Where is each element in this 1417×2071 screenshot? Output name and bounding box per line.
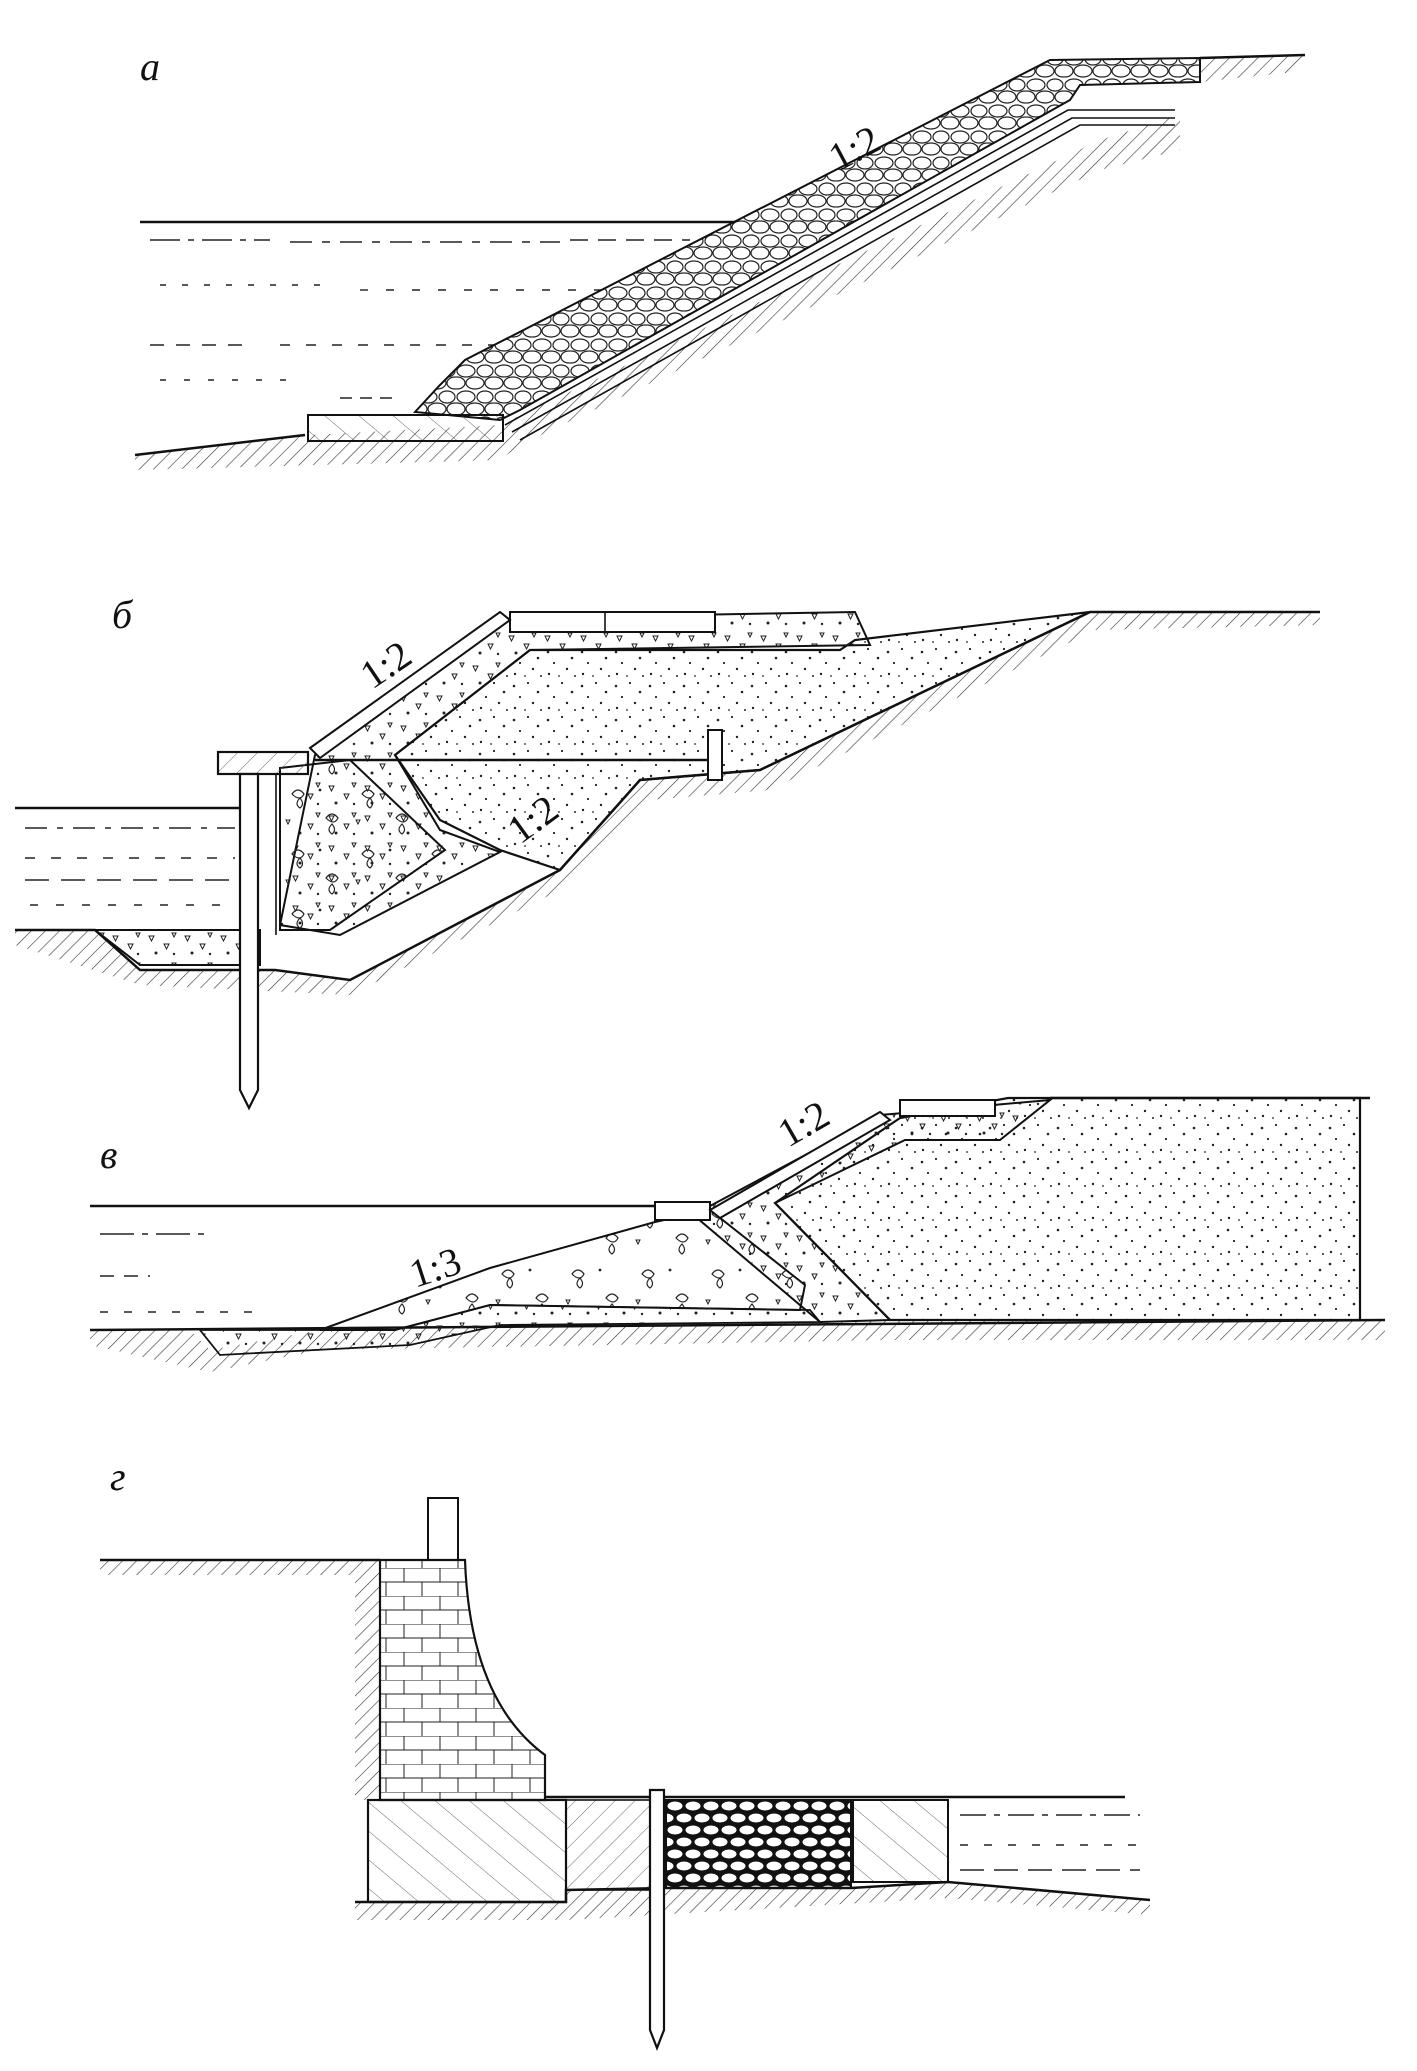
panel-v-letter: в (100, 1132, 117, 1177)
panel-v-water-dashes (100, 1233, 260, 1313)
panel-g-toe-concrete (565, 1799, 652, 1891)
panel-g-parapet (427, 1497, 459, 1561)
panel-g-sheet-pile (648, 1788, 666, 2052)
panel-g-riprap-fill (665, 1799, 852, 1889)
panel-a-filter-line-1 (504, 109, 1175, 426)
panel-b-cap-beam (216, 750, 310, 776)
panel-b: б 1:2 1:2 (15, 592, 1320, 1111)
panel-v-slope-slabs (708, 1110, 892, 1220)
panel-b-water-dashes (25, 827, 235, 906)
panel-g-bed-line (355, 1880, 1151, 1904)
panel-b-toe-apron (92, 929, 261, 966)
panel-b-sheet-pile (238, 772, 260, 1111)
panel-a-filter-line-3 (519, 124, 1175, 441)
panel-v-crest-slab (899, 1099, 996, 1117)
panel-v-ground-line (89, 1318, 1386, 1332)
panel-b-boulder-wedge (279, 758, 447, 931)
panel-g-masonry-wall (378, 1558, 547, 1802)
panel-b-sand-fill (393, 610, 1091, 872)
panel-v-gravel-band (198, 1304, 822, 1356)
panel-g-right-block (852, 1799, 949, 1883)
panel-a-ground-line (134, 433, 306, 457)
panel-g-foundation-block (366, 1798, 568, 1904)
panel-a: а 1:2 (134, 44, 1306, 470)
panel-g-bed (355, 1882, 1150, 1920)
panel-b-letter: б (112, 592, 134, 637)
panel-v: в 1:2 1:3 (89, 1091, 1386, 1372)
panel-a-filter-line-2 (511, 117, 1175, 433)
panel-a-riprap (412, 56, 1201, 422)
panel-g: г (100, 1454, 1151, 2052)
panel-v-toe-slab (654, 1201, 711, 1221)
panel-a-toe-slab (307, 414, 504, 442)
panel-b-slope-slabs (308, 610, 512, 760)
panel-b-crest-slab (509, 611, 716, 633)
panel-a-crest-ground (1200, 55, 1305, 82)
panel-a-letter: а (140, 44, 160, 89)
panel-g-top-ground (100, 1560, 380, 1800)
panel-b-anchor-post (707, 729, 723, 781)
panel-g-water-dashes (960, 1814, 1140, 1871)
panel-g-letter: г (110, 1454, 126, 1499)
panel-a-water-dashes (150, 239, 690, 399)
